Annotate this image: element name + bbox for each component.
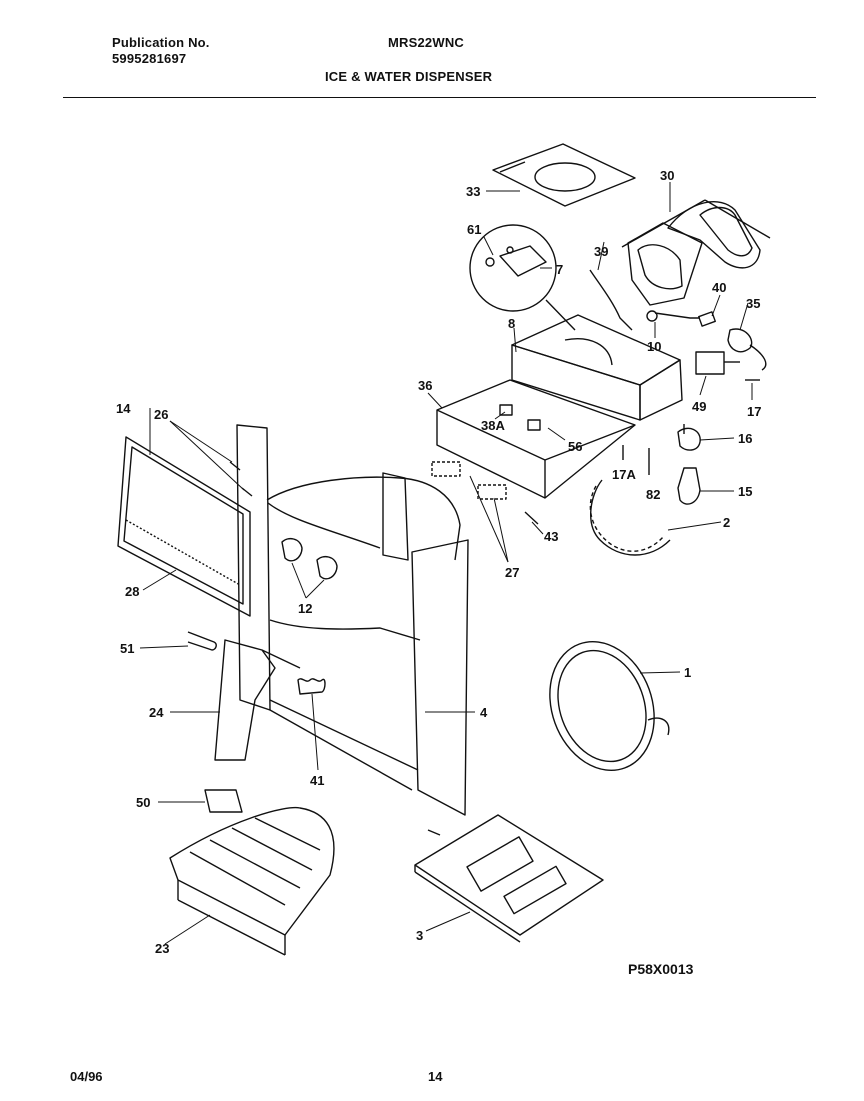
part-12-actuators — [281, 537, 338, 580]
callout-4: 4 — [480, 705, 488, 720]
callout-36: 36 — [418, 378, 432, 393]
header-divider — [63, 97, 816, 98]
callout-51: 51 — [120, 641, 134, 656]
part-26-screw — [229, 461, 241, 471]
part-40-35-sensor — [646, 310, 767, 371]
part-30-housing — [621, 199, 771, 306]
part-2-harness — [590, 479, 671, 556]
callout-39: 39 — [594, 244, 608, 259]
callout-8: 8 — [508, 316, 515, 331]
callout-27: 27 — [505, 565, 519, 580]
callout-43: 43 — [544, 529, 558, 544]
callout-50: 50 — [136, 795, 150, 810]
part-43-screw — [524, 511, 539, 525]
switch-detail-inset — [469, 224, 576, 331]
publication-number: 5995281697 — [112, 51, 187, 66]
part-16-socket — [677, 424, 701, 451]
callout-38a: 38A — [481, 418, 505, 433]
part-4-dispenser-housing — [236, 424, 469, 816]
part-27-lamp-sockets — [431, 461, 507, 500]
callout-12: 12 — [298, 601, 312, 616]
callout-40: 40 — [712, 280, 726, 295]
callout-82: 82 — [646, 487, 660, 502]
callout-14: 14 — [116, 401, 131, 416]
callout-leaders — [139, 182, 753, 945]
part-23-drip-tray — [169, 806, 335, 956]
drawing-code: P58X0013 — [628, 961, 694, 977]
callout-24: 24 — [149, 705, 164, 720]
callout-28: 28 — [125, 584, 139, 599]
callout-16: 16 — [738, 431, 752, 446]
publication-label: Publication No. — [112, 35, 210, 50]
callout-labels: 33 30 61 7 39 40 35 8 10 36 49 17 14 26 … — [116, 168, 761, 956]
callout-17: 17 — [747, 404, 761, 419]
callout-61: 61 — [467, 222, 481, 237]
part-41-spring — [297, 678, 326, 695]
part-51-pin — [187, 631, 217, 651]
part-14-front-panel — [117, 436, 251, 617]
part-24-lever-arm — [214, 639, 301, 761]
section-title: ICE & WATER DISPENSER — [325, 69, 493, 84]
part-39-wire — [589, 269, 633, 331]
part-49-switch — [695, 351, 760, 381]
part-33-bracket-plate — [492, 143, 636, 207]
callout-33: 33 — [466, 184, 480, 199]
callout-10: 10 — [647, 339, 661, 354]
callout-30: 30 — [660, 168, 674, 183]
callout-2: 2 — [723, 515, 730, 530]
callout-41: 41 — [310, 773, 324, 788]
callout-49: 49 — [692, 399, 706, 414]
part-3-heater — [414, 814, 604, 943]
footer-page-number: 14 — [428, 1069, 443, 1084]
callout-17a: 17A — [612, 467, 636, 482]
callout-1: 1 — [684, 665, 691, 680]
callout-23: 23 — [155, 941, 169, 956]
part-50-pad — [204, 789, 243, 813]
callout-35: 35 — [746, 296, 760, 311]
callout-15: 15 — [738, 484, 752, 499]
footer-date: 04/96 — [70, 1069, 103, 1084]
part-8-36-housing-bracket — [436, 314, 683, 499]
callout-7: 7 — [556, 262, 563, 277]
part-1-gasket — [549, 640, 670, 772]
part-15-bulb — [677, 467, 701, 505]
model-number: MRS22WNC — [388, 35, 464, 50]
callout-3: 3 — [416, 928, 423, 943]
callout-26: 26 — [154, 407, 168, 422]
callout-56: 56 — [568, 439, 582, 454]
